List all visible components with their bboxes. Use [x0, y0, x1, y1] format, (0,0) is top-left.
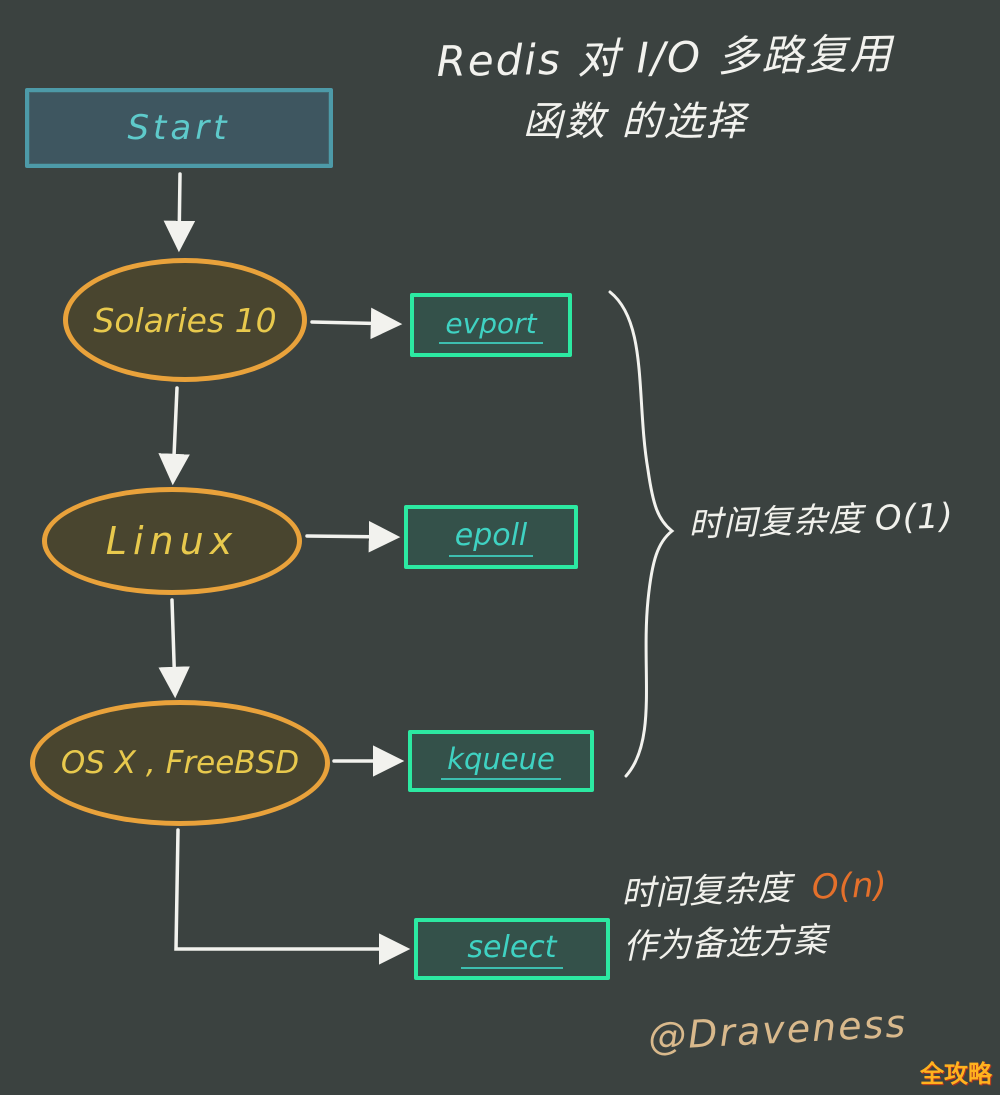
annotation-select-note: 时间复杂度 O(n) 作为备选方案 — [620, 856, 983, 974]
arrow-solaris-linux — [158, 386, 190, 486]
node-linux-label: Linux — [105, 519, 239, 563]
arrow-osx-select — [174, 828, 411, 965]
arrow-start-solaris — [163, 172, 196, 253]
node-evport-label: evport — [439, 307, 543, 344]
node-solaris10-label: Solaries 10 — [93, 300, 277, 340]
arrow-solaris-evport — [310, 307, 403, 340]
node-kqueue-label: kqueue — [441, 742, 561, 780]
diagram-title-line1: Redis 对 I/O 多路复用 — [436, 29, 894, 86]
node-epoll: epoll — [404, 505, 578, 569]
node-start-label: Start — [127, 108, 231, 148]
arrow-linux-osx — [158, 598, 190, 699]
node-epoll-label: epoll — [448, 518, 534, 557]
node-start: Start — [25, 88, 333, 168]
node-osx-freebsd: OS X , FreeBSD — [30, 700, 330, 826]
annotation-time-complexity-o1: 时间复杂度 O(1) — [687, 496, 955, 546]
node-select-label: select — [461, 930, 563, 969]
node-osx-freebsd-label: OS X , FreeBSD — [60, 745, 300, 781]
brace-o1 — [608, 290, 675, 778]
node-evport: evport — [410, 293, 572, 357]
diagram-title: Redis 对 I/O 多路复用 函数 的选择 — [385, 29, 945, 149]
node-kqueue: kqueue — [408, 730, 594, 792]
node-linux: Linux — [42, 487, 302, 595]
node-solaris10: Solaries 10 — [63, 258, 307, 382]
node-select: select — [414, 918, 610, 980]
annotation-time-value: O(n) — [811, 865, 888, 908]
watermark-text: 全攻略 — [920, 1060, 992, 1088]
diagram-title-line2: 函数 的选择 — [522, 98, 748, 145]
author-credit: @Draveness — [647, 1001, 909, 1059]
arrow-linux-epoll — [305, 520, 401, 553]
annotation-time-prefix: 时间复杂度 — [620, 868, 792, 915]
